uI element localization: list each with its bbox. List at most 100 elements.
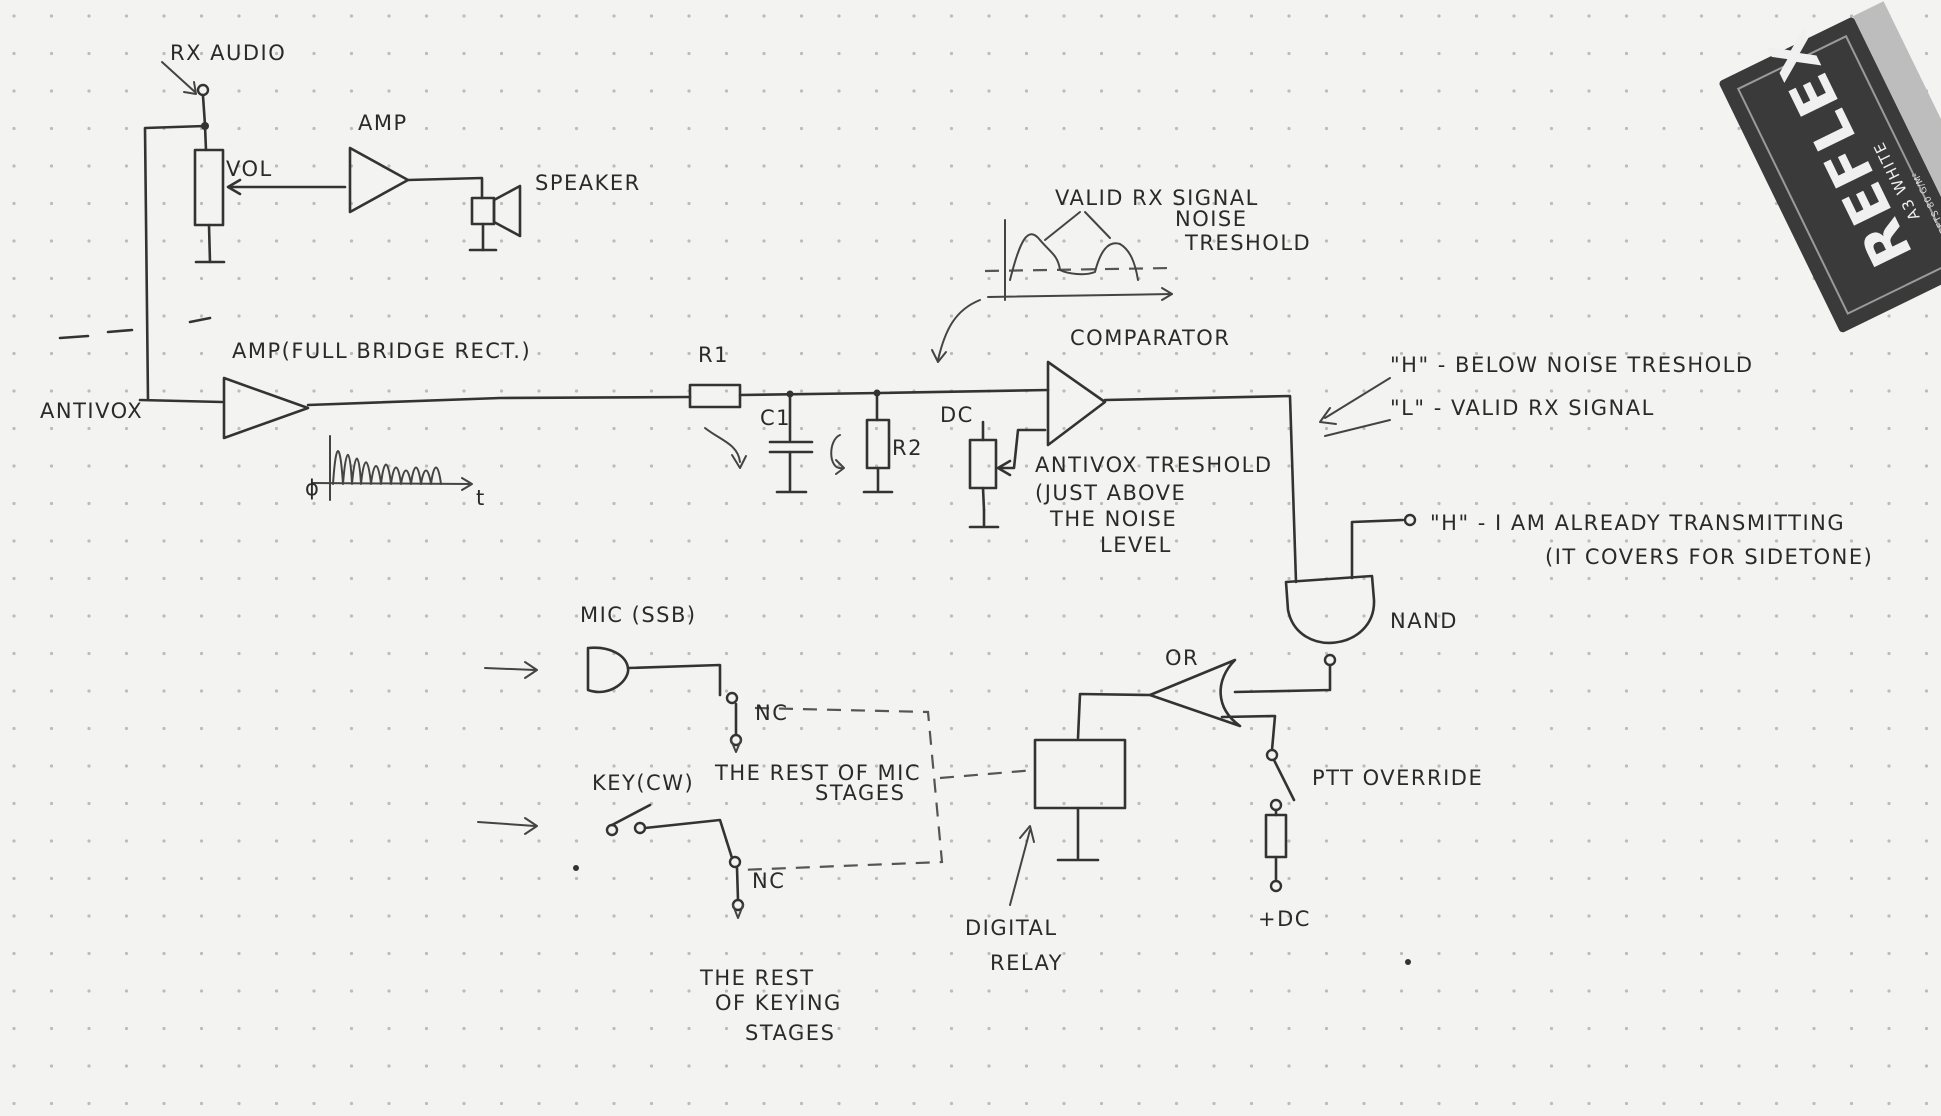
grid-dot [837,1026,841,1031]
grid-dot [1512,801,1516,806]
grid-dot [1137,464,1141,468]
grid-dot [1849,989,1854,993]
grid-dot [12,1064,16,1068]
grid-dot [87,276,91,281]
grid-dot [1287,239,1291,243]
grid-dot [1737,726,1741,731]
grid-dot [987,1064,991,1068]
grid-dot [1474,51,1479,56]
l-valid-rx-label: "L" - VALID RX SIGNAL [1390,396,1655,420]
grid-dot [1362,51,1366,56]
grid-dot [1924,426,1929,431]
svg-text:OF KEYING: OF KEYING [715,991,842,1015]
grid-dot [649,201,654,206]
grid-dot [1362,651,1366,656]
grid-dot [912,201,916,206]
grid-dot [799,389,804,393]
rx-audio-section: RX AUDIO VOL AMP SPEAKER [58,41,639,402]
grid-dot [12,801,16,806]
svg-text:(JUST ABOVE: (JUST ABOVE [1035,481,1186,505]
grid-dot [162,1064,166,1068]
grid-dot [1774,276,1779,281]
grid-dot [1174,51,1179,56]
grid-dot [499,764,504,768]
grid-dot [649,989,654,993]
grid-dot [874,764,879,768]
grid-dot [1324,276,1329,281]
grid-dot [49,839,54,843]
grid-dot [274,989,279,993]
grid-dot [1849,614,1854,618]
grid-dot [349,276,354,281]
grid-dot [1287,201,1291,206]
grid-dot [424,389,429,393]
grid-dot [1174,351,1179,356]
grid-dot [574,764,579,768]
grid-dot [1099,614,1104,618]
grid-dot [912,614,916,618]
grid-dot [1399,314,1404,318]
grid-dot [574,651,579,656]
grid-dot [1174,89,1179,93]
grid-dot [687,651,691,656]
grid-dot [1512,239,1516,243]
grid-dot [499,164,504,168]
grid-dot [1512,726,1516,731]
grid-dot [199,239,204,243]
grid-dot [649,351,654,356]
grid-dot [312,126,316,131]
grid-dot [1662,614,1666,618]
grid-dot [1699,689,1704,693]
grid-dot [462,801,466,806]
svg-text:STAGES: STAGES [745,1021,835,1045]
grid-dot [1099,164,1104,168]
grid-dot [1662,1101,1666,1106]
or-gate [1148,658,1242,728]
grid-dot [199,951,204,956]
grid-dot [649,276,654,281]
grid-dot [1699,426,1704,431]
grid-dot [1812,914,1816,918]
grid-dot [1399,689,1404,693]
grid-dot [349,239,354,243]
grid-dot [387,914,391,918]
grid-dot [1699,539,1704,543]
grid-dot [1324,801,1329,806]
grid-dot [1249,164,1254,168]
grid-dot [1099,14,1104,18]
grid-dot [1662,651,1666,656]
grid-dot [87,51,91,56]
grid-dot [49,239,54,243]
grid-dot [837,239,841,243]
grid-dot [1699,276,1704,281]
grid-dot [237,501,241,506]
grid-dot [1362,539,1366,543]
grid-dot [574,464,579,468]
grid-dot [987,201,991,206]
grid-dot [162,651,166,656]
grid-dot [349,314,354,318]
grid-dot [1324,239,1329,243]
grid-dot [762,314,766,318]
threshold-pointer-arrow [937,299,981,361]
grid-dot [1924,501,1929,506]
grid-dot [987,914,991,918]
grid-dot [987,1026,991,1031]
grid-dot [1324,201,1329,206]
grid-dot [199,876,204,881]
grid-dot [1512,951,1516,956]
grid-dot [1437,801,1441,806]
grid-dot [1212,539,1216,543]
grid-dot [462,839,466,843]
resistor-r2 [865,418,891,470]
grid-dot [649,951,654,956]
rx-signal-waveform [1009,233,1139,281]
grid-dot [1549,989,1554,993]
grid-dot [1099,951,1104,956]
grid-dot [874,164,879,168]
grid-dot [499,576,504,581]
rectified-waveform [332,450,442,485]
grid-dot [424,351,429,356]
grid-dot [49,576,54,581]
grid-dot [1549,201,1554,206]
